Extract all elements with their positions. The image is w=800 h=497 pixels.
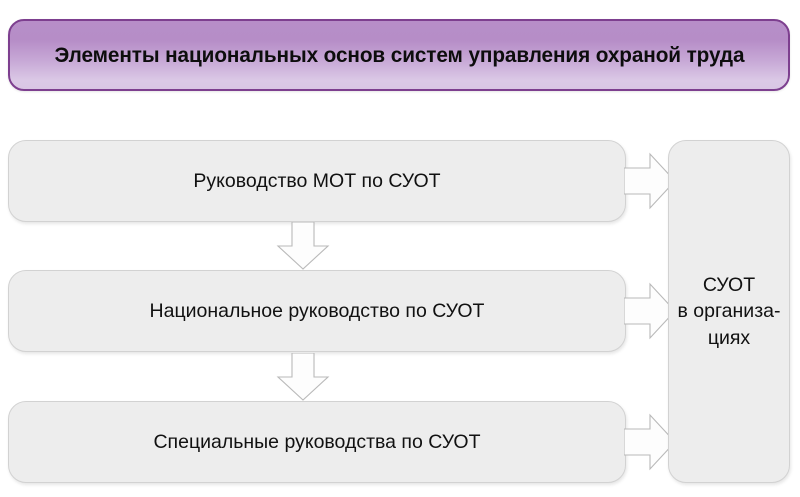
- arrow-right-icon: [624, 280, 676, 342]
- box-osh-in-organizations-label: СУОТ в организа- циях: [678, 272, 781, 350]
- box-osh-line-1: СУОТ: [702, 274, 756, 297]
- diagram-title-banner: Элементы национальных основ систем управ…: [8, 19, 790, 91]
- arrow-down-icon: [274, 222, 332, 270]
- box-special-guidelines-label: Специальные руководства по СУОТ: [153, 430, 481, 453]
- box-national-guidelines-label: Национальное руководство по СУОТ: [149, 299, 485, 322]
- arrow-right-icon: [624, 411, 676, 473]
- box-osh-line-2: в организа-: [677, 300, 781, 323]
- box-ilo-guidelines: Руководство МОТ по СУОТ: [8, 140, 626, 222]
- box-national-guidelines: Национальное руководство по СУОТ: [8, 270, 626, 352]
- arrow-right-icon: [624, 150, 676, 212]
- box-osh-line-3: циях: [707, 326, 751, 349]
- box-special-guidelines: Специальные руководства по СУОТ: [8, 401, 626, 483]
- box-ilo-guidelines-label: Руководство МОТ по СУОТ: [193, 169, 441, 192]
- box-osh-in-organizations: СУОТ в организа- циях: [668, 140, 790, 483]
- diagram-title-text: Элементы национальных основ систем управ…: [54, 42, 744, 67]
- arrow-down-icon: [274, 353, 332, 401]
